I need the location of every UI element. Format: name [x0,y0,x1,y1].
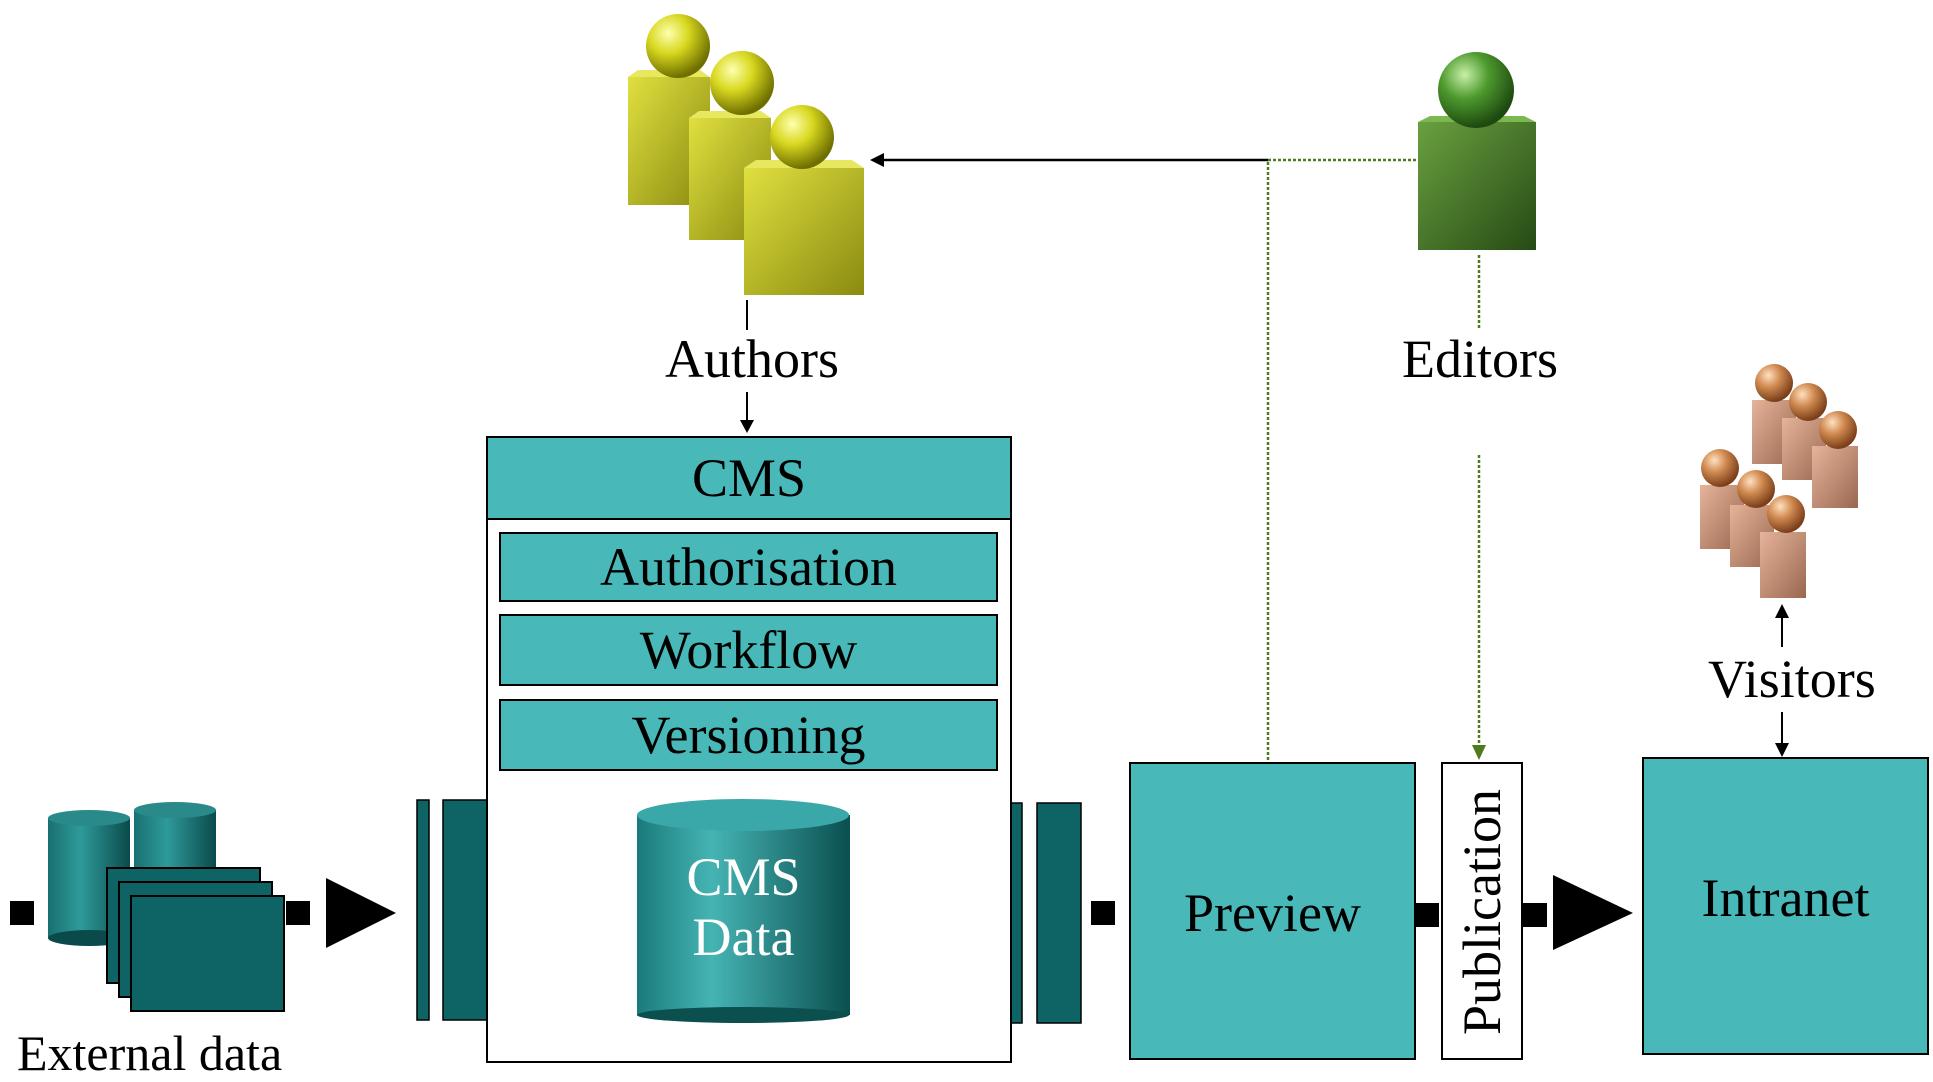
authorisation-label: Authorisation [600,537,897,597]
publication-label: Publication [1452,789,1512,1035]
editors-label: Editors [1402,329,1558,389]
publication-box [1441,762,1523,1060]
cms-left-bars [416,799,488,1021]
intranet-box [1642,757,1929,1055]
versioning-label: Versioning [631,705,866,765]
intranet-label: Intranet [1701,868,1870,928]
feedback-arrowhead [870,153,884,167]
cms-data-label-line2: Data [692,907,795,967]
publication-arrowhead [1472,745,1486,760]
external-data-label: External data [17,1025,283,1081]
external-data-icon [10,802,310,1012]
connector-square [1415,903,1439,927]
authorisation-box [499,532,998,602]
authors-icon [628,14,864,295]
visitors-icon [1700,364,1858,598]
cms-data-cylinder-icon [637,799,850,1023]
cms-title: CMS [691,448,807,508]
publication-arrow [1553,875,1633,950]
authors-label: Authors [665,329,839,389]
workflow-box [499,614,998,686]
external-data-arrow [326,878,396,948]
preview-label: Preview [1184,883,1361,943]
cms-data-label-line1: CMS [686,847,801,907]
preview-box [1129,762,1416,1060]
connector-square [1523,903,1547,927]
connector-square [1091,901,1115,925]
versioning-box [499,699,998,771]
workflow-label: Workflow [639,620,858,680]
visitors-label: Visitors [1708,649,1876,709]
cms-right-bars [1009,802,1082,1024]
cms-header-box [486,436,1012,520]
editors-icon [1418,52,1536,250]
